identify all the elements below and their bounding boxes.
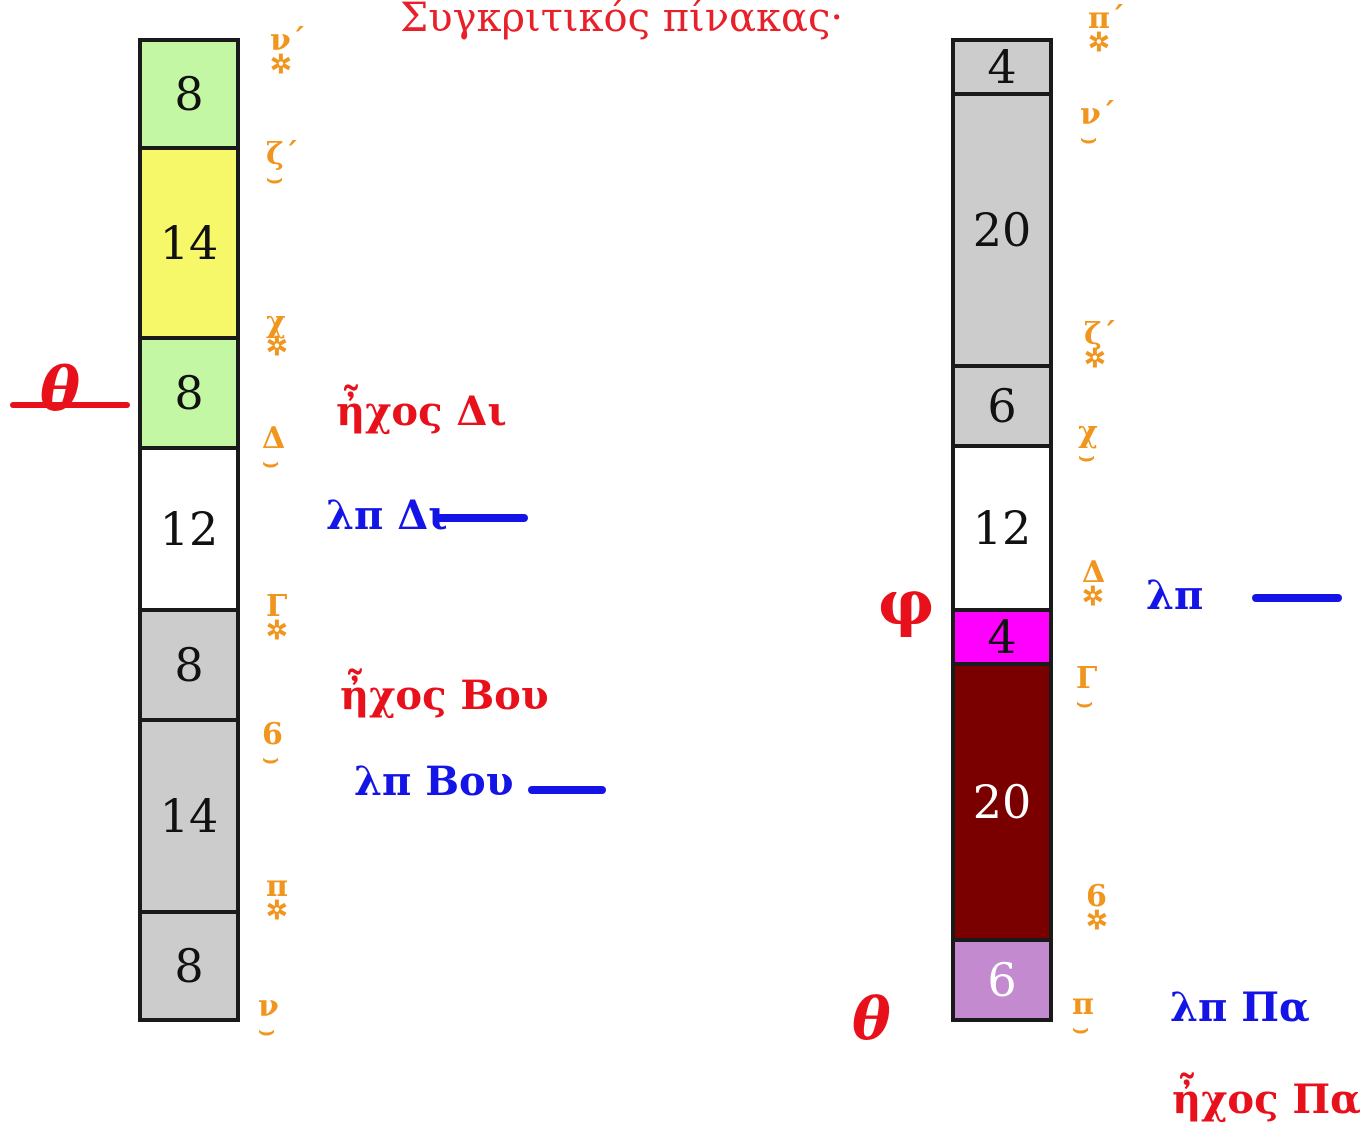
left-label-6: 6⌣ xyxy=(262,717,283,774)
right-scale: 4 20 6 12 4 20 6 xyxy=(951,38,1053,1022)
left-label-3: χ✲ xyxy=(266,305,288,362)
right-segment-7: 6 xyxy=(951,938,1053,1022)
left-segment-4: 12 xyxy=(138,446,240,612)
left-segment-7: 8 xyxy=(138,910,240,1022)
left-label-5: Γ✲ xyxy=(266,589,288,646)
right-label-7: 6✲ xyxy=(1086,879,1108,936)
right-segment-1: 4 xyxy=(951,38,1053,96)
right-start-sign-lower: θ xyxy=(852,985,891,1053)
right-segment-4: 12 xyxy=(951,444,1053,612)
left-start-sign: θ xyxy=(40,355,81,425)
right-label-4: χ⌣ xyxy=(1078,415,1098,472)
right-segment-6: 20 xyxy=(951,662,1053,942)
right-label-8: π⌣ xyxy=(1072,987,1094,1044)
right-phrase-1: λπ xyxy=(1146,572,1204,619)
left-segment-6: 14 xyxy=(138,718,240,914)
left-label-8: ν⌣ xyxy=(258,989,279,1046)
right-label-3: ζ΄✲ xyxy=(1084,317,1117,374)
page-title: Συγκριτικός πίνακας· xyxy=(400,0,844,41)
left-phrase-3: ἦχος Βου xyxy=(340,672,549,719)
right-segment-5: 4 xyxy=(951,608,1053,666)
left-label-2: ζ΄⌣ xyxy=(266,137,299,194)
right-label-5: Δ✲ xyxy=(1082,555,1106,612)
right-phrase-3: ἦχος Πα xyxy=(1172,1076,1361,1123)
right-label-1: π΄✲ xyxy=(1088,1,1125,58)
right-segment-2: 20 xyxy=(951,92,1053,368)
left-phrase-4: λπ Βου xyxy=(354,758,514,805)
right-segment-3: 6 xyxy=(951,364,1053,448)
left-segment-3: 8 xyxy=(138,336,240,450)
left-segment-1: 8 xyxy=(138,38,240,150)
right-phrase-2: λπ Πα xyxy=(1170,984,1310,1031)
left-scale: 8 14 8 12 8 14 8 xyxy=(138,38,240,1022)
right-label-6: Γ⌣ xyxy=(1076,661,1098,718)
right-label-2: ν΄⌣ xyxy=(1080,97,1116,154)
left-start-line xyxy=(10,402,130,408)
left-phrase-2-stroke xyxy=(436,514,528,522)
left-phrase-4-stroke xyxy=(528,786,606,794)
left-segment-2: 14 xyxy=(138,146,240,340)
left-phrase-1: ἦχος Δι xyxy=(336,388,507,435)
left-segment-5: 8 xyxy=(138,608,240,722)
right-phrase-1-stroke xyxy=(1252,594,1342,602)
left-label-7: π✲ xyxy=(266,869,288,926)
left-label-1: ν΄✲ xyxy=(270,23,306,80)
right-start-sign-upper: φ xyxy=(878,566,935,639)
left-label-4: Δ⌣ xyxy=(262,421,286,478)
left-phrase-2: λπ Δι xyxy=(326,492,448,539)
